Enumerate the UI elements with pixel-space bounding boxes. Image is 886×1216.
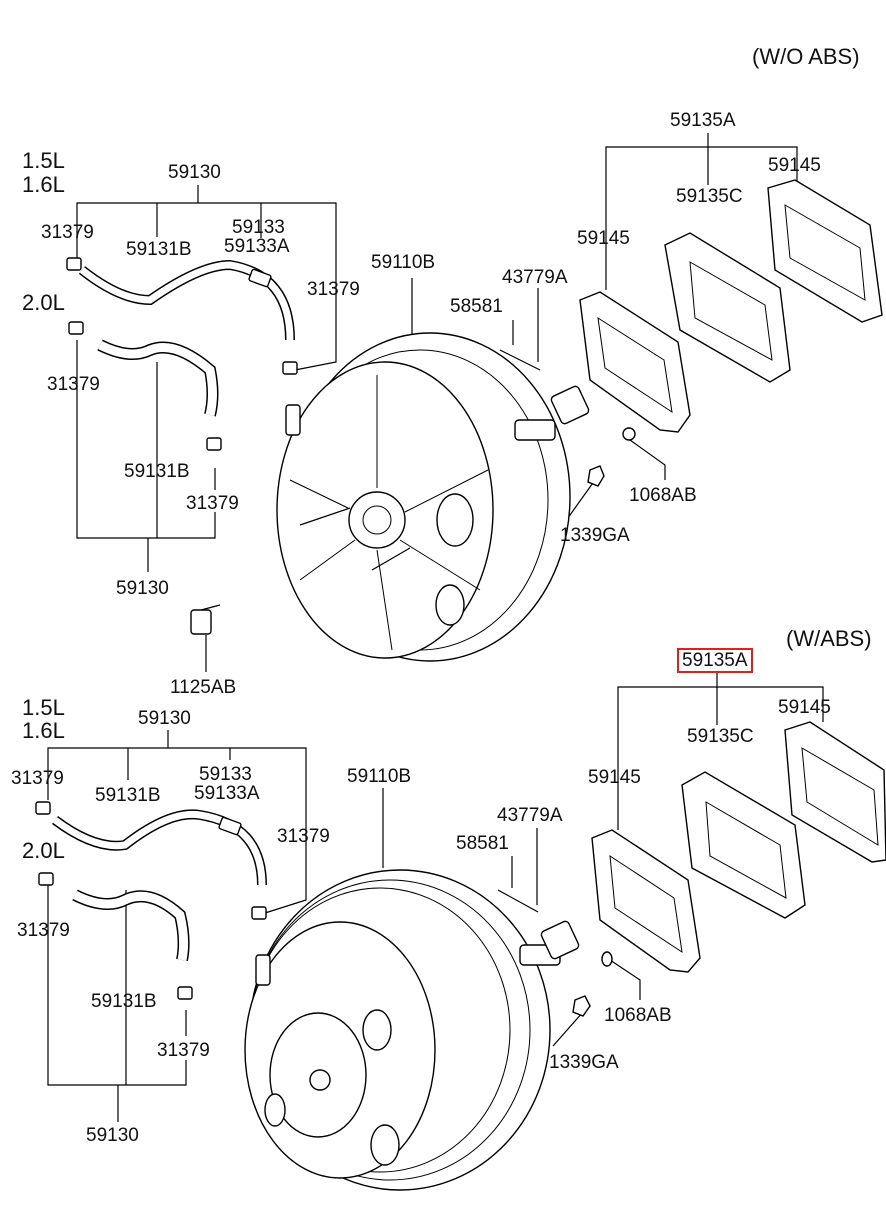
part-59110b-top[interactable]: 59110B (371, 252, 436, 273)
part-31379-top-4[interactable]: 31379 (186, 493, 239, 514)
part-1125ab-top[interactable]: 1125AB (170, 677, 237, 698)
part-59135a-top[interactable]: 59135A (670, 110, 736, 131)
top-gaskets (499, 179, 883, 487)
part-31379-top-2[interactable]: 31379 (307, 279, 360, 300)
part-59131b-top-2[interactable]: 59131B (124, 461, 190, 482)
top-booster-shape (276, 332, 590, 662)
part-59130-top-lower[interactable]: 59130 (116, 578, 169, 599)
part-59131b-top-1[interactable]: 59131B (126, 239, 192, 260)
part-59135c-bottom[interactable]: 59135C (687, 726, 754, 747)
part-59133-top[interactable]: 59133 (232, 217, 285, 238)
part-43779a-bottom[interactable]: 43779A (497, 805, 563, 826)
part-59145-bottom-2[interactable]: 59145 (588, 767, 641, 788)
part-59135c-top[interactable]: 59135C (676, 186, 743, 207)
part-59145-top-2[interactable]: 59145 (577, 228, 630, 249)
part-43779a-top[interactable]: 43779A (502, 267, 568, 288)
part-1339ga-bottom[interactable]: 1339GA (549, 1052, 619, 1073)
part-1068ab-top[interactable]: 1068AB (629, 485, 697, 506)
part-59145-bottom-1[interactable]: 59145 (778, 697, 831, 718)
part-59131b-bottom-1[interactable]: 59131B (95, 785, 161, 806)
part-59130-bottom-lower[interactable]: 59130 (86, 1125, 139, 1146)
part-58581-bottom[interactable]: 58581 (456, 833, 509, 854)
variant-title-top: (W/O ABS) (752, 44, 860, 69)
part-31379-bottom-2[interactable]: 31379 (277, 826, 330, 847)
engine-1-5l-top: 1.5L (22, 148, 65, 173)
bottom-booster-shape (244, 869, 580, 1191)
part-1339ga-top[interactable]: 1339GA (560, 525, 630, 546)
engine-1-6l-top: 1.6L (22, 172, 65, 197)
part-59133a-top[interactable]: 59133A (224, 236, 290, 257)
engine-2-0l-top: 2.0L (22, 290, 65, 315)
part-31379-bottom-3[interactable]: 31379 (17, 920, 70, 941)
engine-2-0l-bottom: 2.0L (22, 838, 65, 863)
engine-1-5l-bottom: 1.5L (22, 695, 65, 720)
bottom-gaskets (497, 721, 886, 1017)
part-59110b-bottom[interactable]: 59110B (347, 766, 412, 787)
top-hoses (66, 257, 298, 635)
part-31379-top-1[interactable]: 31379 (41, 222, 94, 243)
variant-title-bottom: (W/ABS) (786, 626, 872, 651)
part-31379-top-3[interactable]: 31379 (47, 374, 100, 395)
part-31379-bottom-4[interactable]: 31379 (157, 1040, 210, 1061)
part-59130-bottom-upper[interactable]: 59130 (138, 708, 191, 729)
engine-1-6l-bottom: 1.6L (22, 718, 65, 743)
part-58581-top[interactable]: 58581 (450, 296, 503, 317)
part-59131b-bottom-2[interactable]: 59131B (91, 991, 157, 1012)
bottom-hoses (35, 801, 267, 1000)
part-31379-bottom-1[interactable]: 31379 (11, 768, 64, 789)
part-59130-top-upper[interactable]: 59130 (168, 162, 221, 183)
top-leader-lines (76, 133, 798, 672)
part-1068ab-bottom[interactable]: 1068AB (604, 1005, 672, 1026)
part-59145-top-1[interactable]: 59145 (768, 155, 821, 176)
bottom-leader-lines (47, 672, 824, 1122)
part-59133-bottom[interactable]: 59133 (199, 764, 252, 785)
part-59135a-bottom-highlighted[interactable]: 59135A (677, 648, 753, 673)
part-59133a-bottom[interactable]: 59133A (194, 783, 260, 804)
